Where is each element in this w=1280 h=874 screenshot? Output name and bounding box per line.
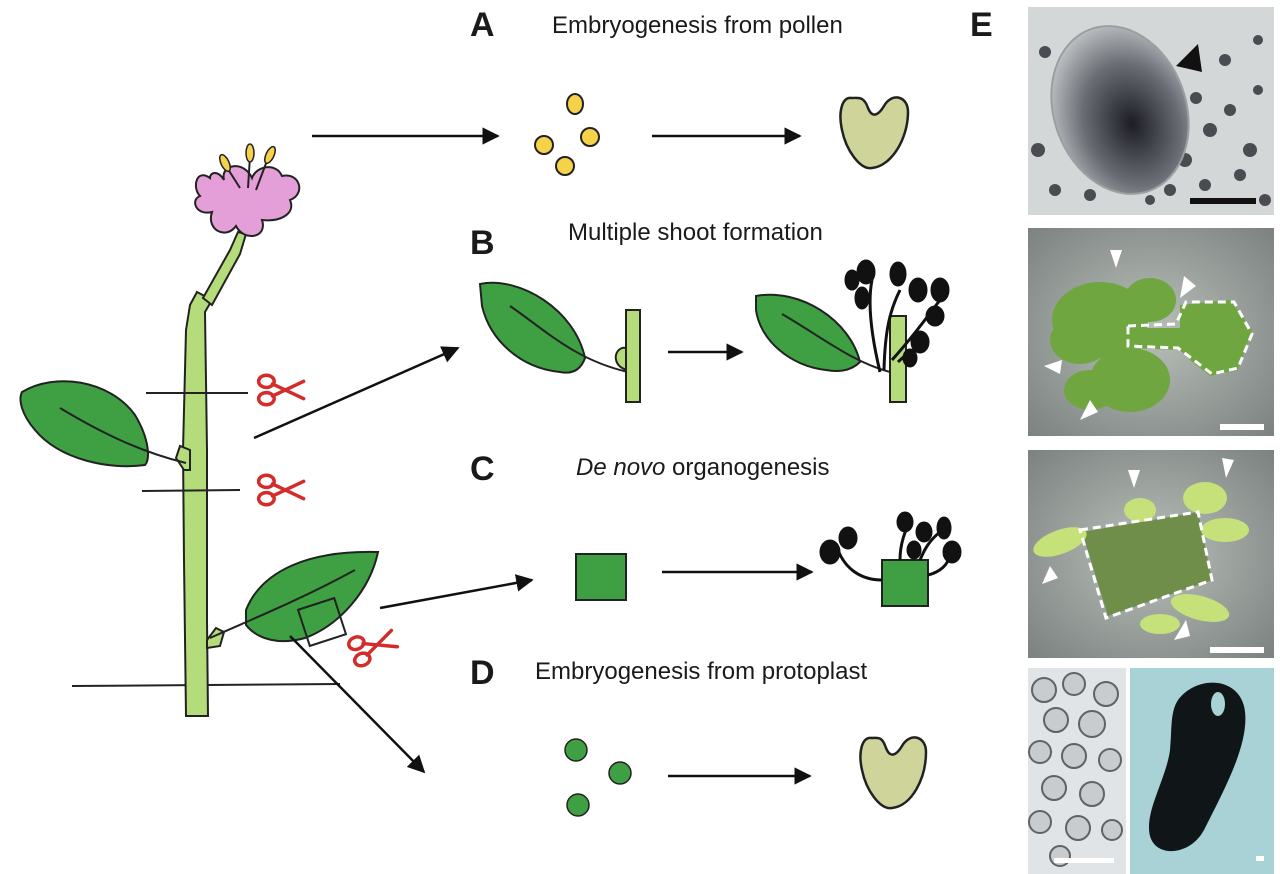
leaf-explant-square [296,596,348,648]
heart-embryo [839,96,910,170]
panel-title-b: Multiple shoot formation [568,219,823,246]
heart-embryo [859,736,928,810]
panel-e-photos [1028,7,1274,874]
explant-leaf-vein [509,305,629,373]
panel-label-b: B [470,224,495,262]
scale-bar [1220,424,1264,430]
protoplast [608,761,632,785]
panel-title-c-italic: De novo [576,454,666,481]
scale-bar [1190,198,1256,204]
stem-segment [625,309,641,403]
flower-stalk [201,230,248,307]
panel-label-a: A [470,6,495,44]
photo-protoplast-embryo [1130,668,1274,874]
lower-leaf [245,550,380,643]
scissors-icon [256,373,306,407]
arrow-leaf-to-protoplast [289,635,426,774]
panel-d-graphic [564,736,928,817]
flower [194,143,301,237]
scale-bar [1256,856,1264,861]
multiple-shoots [844,259,950,373]
pollen-grain [534,135,554,155]
scale-bar [1054,858,1114,863]
explant-with-organs [881,559,929,607]
scissors-icon [256,473,306,507]
scissors-icon [345,622,402,670]
arrow-leaf-to-explant [379,574,534,610]
photo-de-novo-organogenesis [1028,450,1274,658]
panel-label-e: E [970,6,993,44]
leaf-explant [575,553,627,601]
upper-leaf-vein [59,407,187,464]
cut-line-lower [141,489,241,492]
protoplast [564,738,588,762]
panel-label-d: D [470,654,495,692]
panel-title-a: Embryogenesis from pollen [552,12,843,39]
pollen-grain [555,156,575,176]
explant-leaf [478,281,587,374]
upper-leaf [19,380,149,468]
stem [181,290,214,717]
lower-node-bud [206,626,226,650]
panel-title-c-rest: organogenesis [665,454,830,481]
scale-bar [1210,647,1264,653]
panel-title-c: De novo organogenesis [576,456,830,480]
photo-protoplasts [1028,668,1126,874]
photo-multiple-shoots [1028,228,1274,436]
regenerated-leaf [755,293,862,372]
panel-title-d: Embryogenesis from protoplast [535,658,868,685]
de-novo-organs [819,511,962,582]
lower-leaf-vein [209,569,356,639]
leaf-node-bud [174,444,191,471]
panel-a-graphic [534,93,910,176]
plant-illustration [19,143,402,717]
panel-b-graphic [478,259,950,403]
pollen-grain [580,127,600,147]
panel-c-graphic [575,511,962,607]
panel-label-c: C [470,450,495,488]
pollen-grain [566,93,584,115]
protoplast [566,793,590,817]
photo-pollen-embryo [1028,7,1274,215]
arrow-leaf-to-shoot [253,346,460,440]
